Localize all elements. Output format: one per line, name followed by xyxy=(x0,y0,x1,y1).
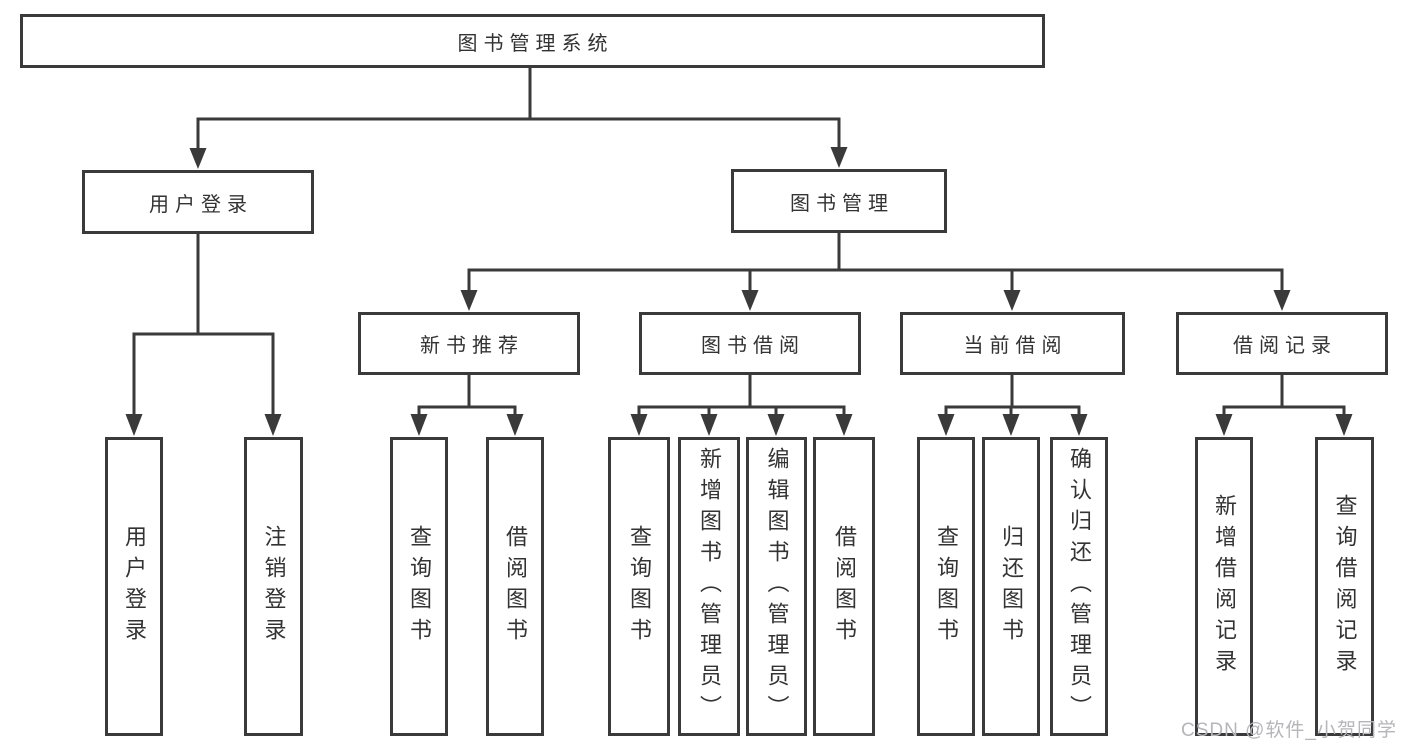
leaf-query-borrow-record: 查询借阅记录 xyxy=(1315,437,1374,736)
leaf-label: 用户登录 xyxy=(122,524,147,649)
node-user-login: 用户登录 xyxy=(82,170,314,234)
arrowhead xyxy=(767,414,785,436)
leaf-borrow-book-newbook: 借阅图书 xyxy=(486,437,544,736)
edges-new-book xyxy=(410,375,524,436)
node-book-management: 图书管理 xyxy=(731,169,947,233)
leaf-add-borrow-record: 新增借阅记录 xyxy=(1195,437,1253,736)
node-new-book-recommend: 新书推荐 xyxy=(358,312,580,375)
arrowhead xyxy=(741,290,759,311)
leaf-add-book-admin: 新增图书（管理员） xyxy=(678,437,740,736)
leaf-label: 确认归还（管理员） xyxy=(1067,447,1092,726)
arrowhead xyxy=(189,148,207,169)
arrowhead xyxy=(1002,414,1020,436)
edges-book-management xyxy=(460,233,1291,311)
leaf-label: 注销登录 xyxy=(261,524,287,649)
leaf-logout-login: 注销登录 xyxy=(244,437,303,736)
node-book-borrow: 图书借阅 xyxy=(639,312,861,375)
arrowhead xyxy=(937,414,955,436)
leaf-query-book-current: 查询图书 xyxy=(917,437,975,736)
leaf-label: 归还图书 xyxy=(999,524,1024,649)
edges-borrow-record xyxy=(1215,375,1353,436)
leaf-label: 查询借阅记录 xyxy=(1332,493,1358,680)
leaf-edit-book-admin: 编辑图书（管理员） xyxy=(746,437,807,736)
leaf-label: 编辑图书（管理员） xyxy=(764,447,790,726)
leaf-label: 借阅图书 xyxy=(503,524,528,649)
arrowhead xyxy=(835,414,853,436)
leaf-return-book: 归还图书 xyxy=(982,437,1040,736)
arrowhead xyxy=(506,414,524,436)
csdn-watermark: CSDN @软件_小贺同学 xyxy=(1181,720,1397,741)
arrowhead xyxy=(700,414,718,436)
arrowhead xyxy=(460,290,478,311)
edges-root xyxy=(189,68,848,169)
node-library-management-system: 图书管理系统 xyxy=(20,14,1045,68)
arrowhead xyxy=(410,414,428,436)
leaf-confirm-return-admin: 确认归还（管理员） xyxy=(1050,437,1108,736)
leaf-label: 查询图书 xyxy=(934,524,959,649)
leaf-query-book-newbook: 查询图书 xyxy=(390,437,448,736)
leaf-user-login: 用户登录 xyxy=(105,437,163,736)
arrowhead xyxy=(264,414,282,436)
edges-book-borrow xyxy=(630,375,853,436)
node-current-borrow: 当前借阅 xyxy=(900,312,1125,375)
arrowhead xyxy=(1070,414,1088,436)
arrowhead xyxy=(1003,290,1021,311)
node-borrow-record: 借阅记录 xyxy=(1176,312,1388,375)
leaf-label: 查询图书 xyxy=(627,524,652,649)
arrowhead xyxy=(125,414,143,436)
arrowhead xyxy=(830,147,848,168)
leaf-borrow-book-borrow: 借阅图书 xyxy=(813,437,875,736)
leaf-label: 新增图书（管理员） xyxy=(697,447,722,726)
edges-user-login xyxy=(125,234,282,436)
edges-current-borrow xyxy=(937,375,1088,436)
leaf-label: 新增借阅记录 xyxy=(1212,493,1237,680)
arrowhead xyxy=(630,414,648,436)
leaf-query-book-borrow: 查询图书 xyxy=(608,437,670,736)
arrowhead xyxy=(1335,414,1353,436)
arrowhead xyxy=(1273,290,1291,311)
leaf-label: 查询图书 xyxy=(407,524,432,649)
leaf-label: 借阅图书 xyxy=(832,524,857,649)
arrowhead xyxy=(1215,414,1233,436)
